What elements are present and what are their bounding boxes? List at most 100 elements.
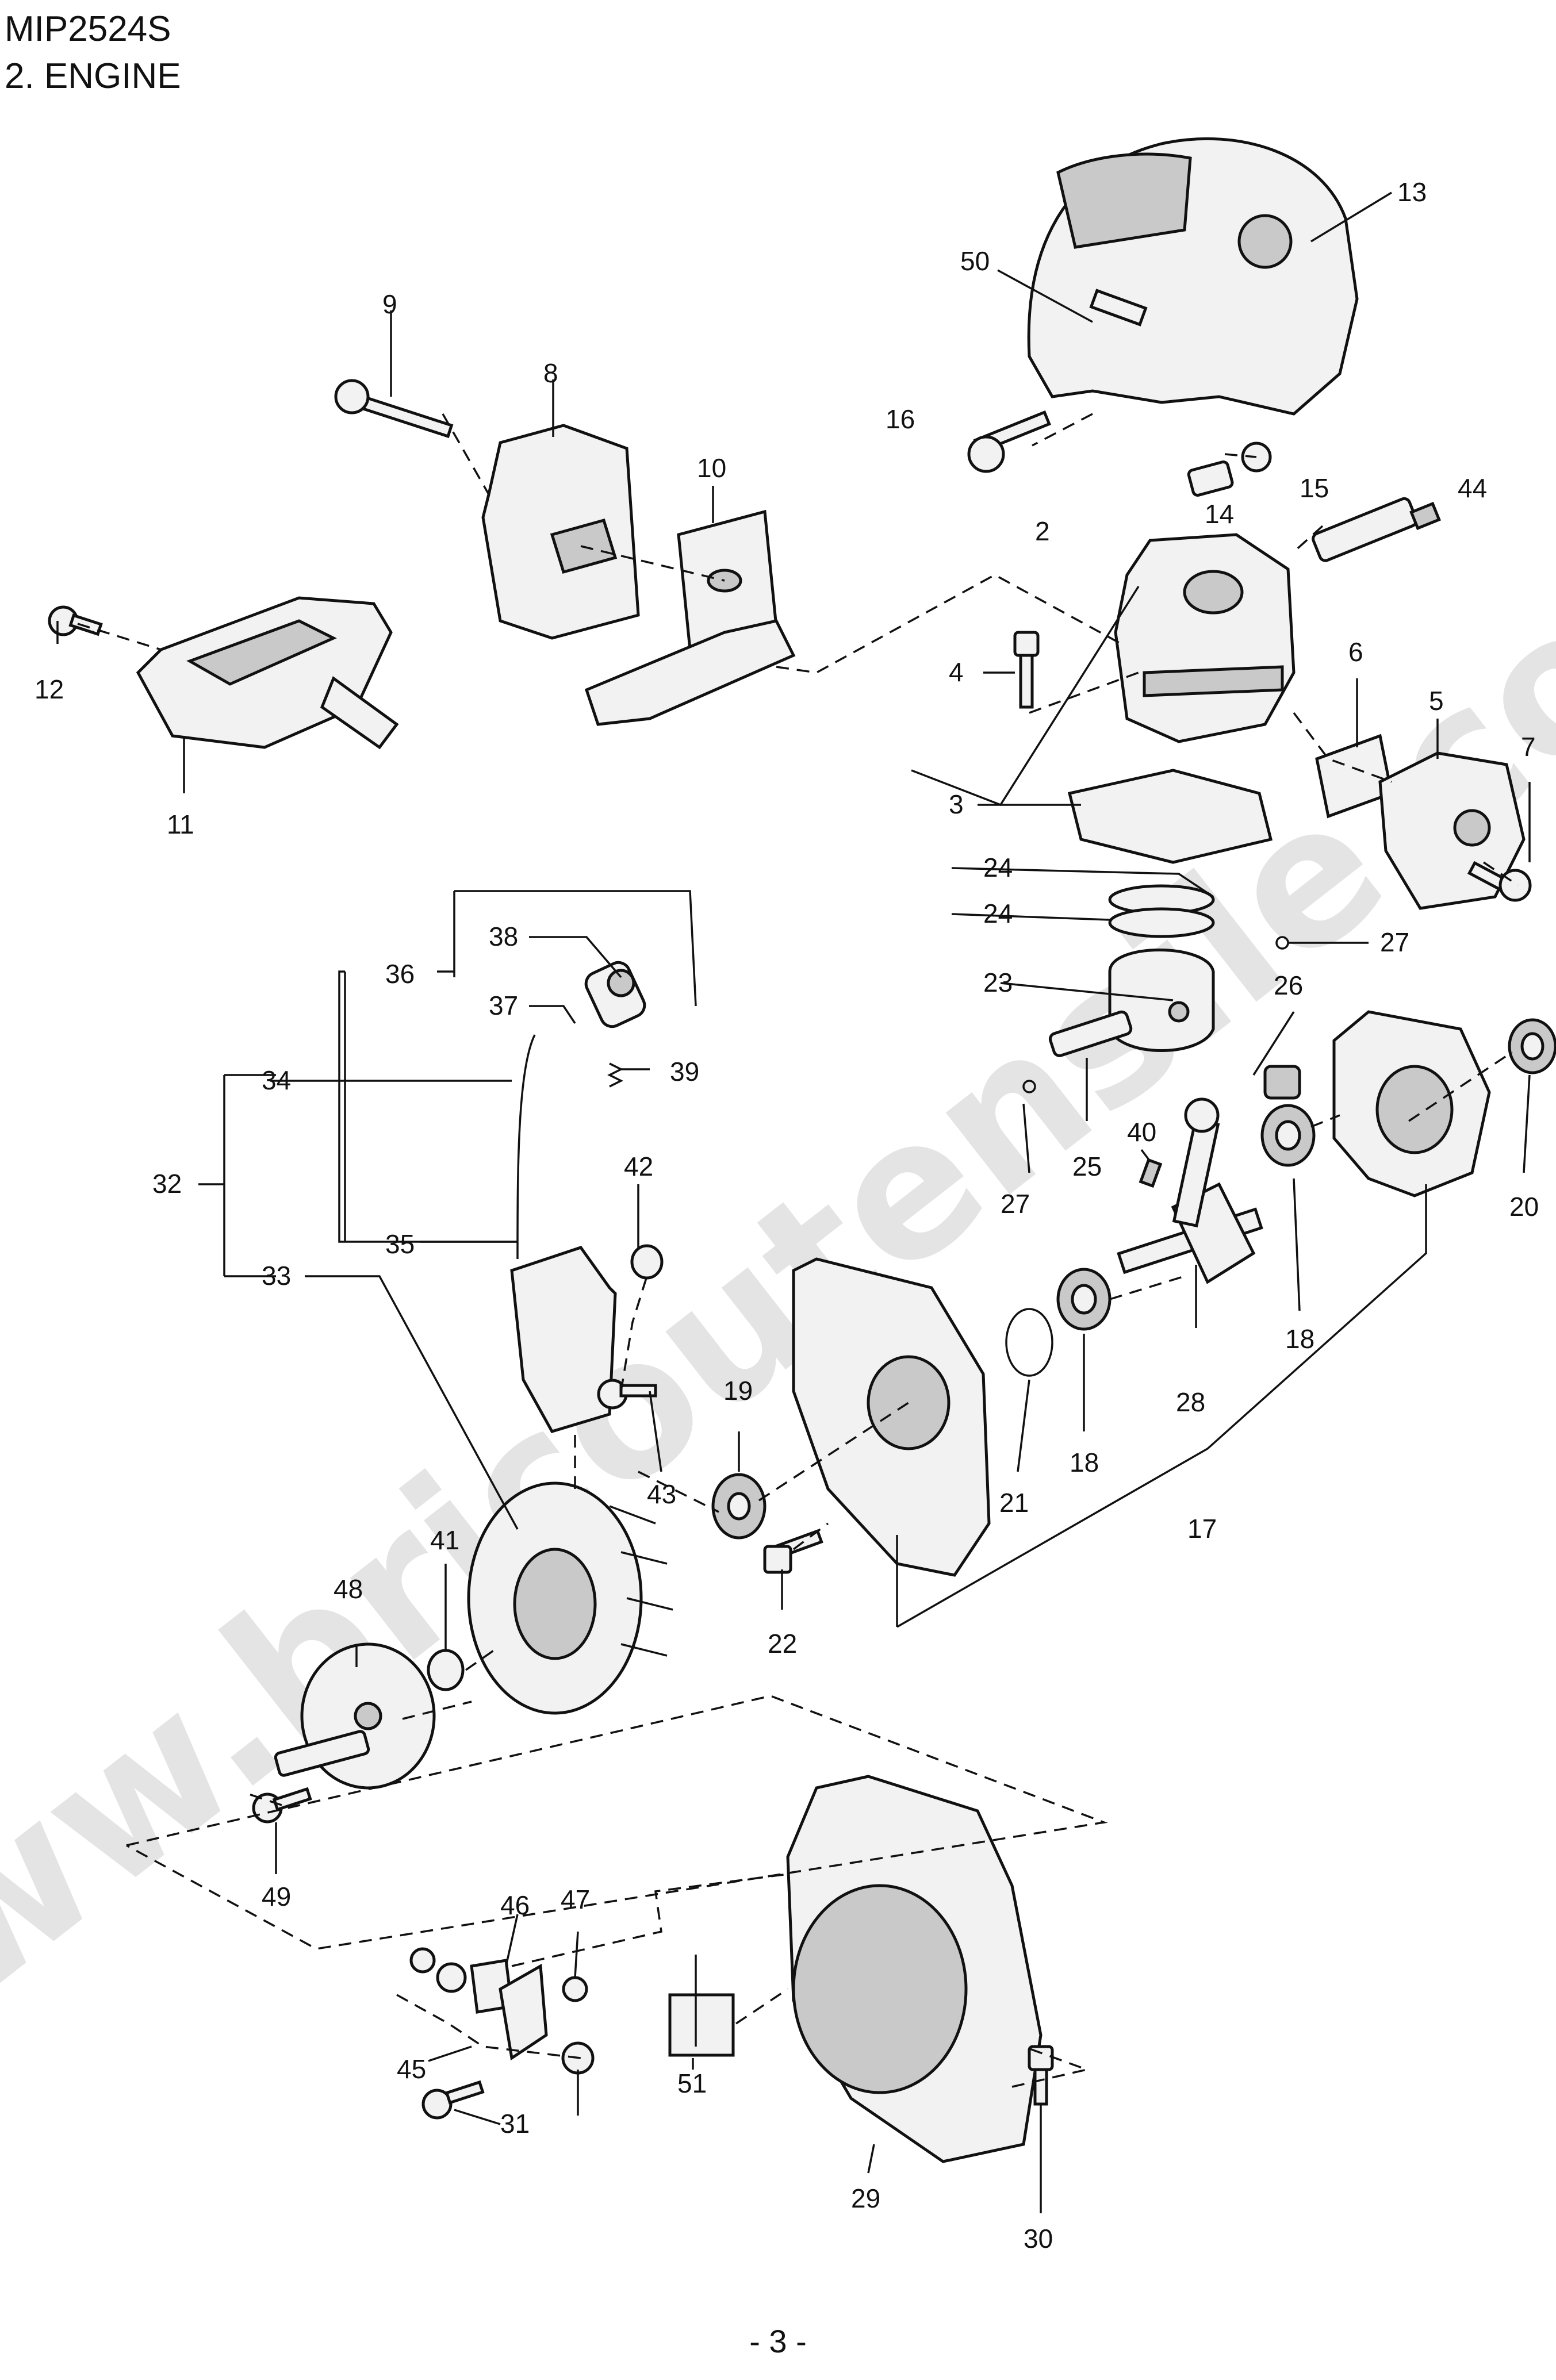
stop-switch-part [409,1947,595,2116]
callout-25: 25 [1072,1151,1102,1181]
cylinder-part [1114,533,1296,743]
clutch-carrier-part [274,1642,436,1790]
callout-31: 31 [500,2109,530,2139]
long-bolt-part [334,379,454,439]
section-title: 2. ENGINE [5,56,181,96]
callout-13: 13 [1397,177,1427,207]
flywheel-nut-part [427,1649,465,1691]
callout-2: 2 [1035,516,1050,546]
callout-11: 11 [167,809,194,839]
callout-47: 47 [561,1884,590,1914]
callout-48: 48 [334,1574,363,1604]
ball-bearing-part [1056,1268,1112,1331]
spacer-part [630,1244,664,1280]
ball-bearing-part [1260,1104,1316,1167]
callout-14: 14 [1205,499,1234,529]
heat-shield-part [584,619,796,726]
callout-40: 40 [1127,1117,1156,1147]
callout-20: 20 [1509,1192,1539,1222]
callout-39: 39 [670,1057,699,1087]
callout-50: 50 [960,246,990,276]
callout-7: 7 [1521,732,1536,762]
callout-28: 28 [1176,1387,1205,1417]
callout-27-right: 27 [1380,927,1409,957]
callout-4: 4 [949,657,964,687]
leader-lines [56,191,1531,2213]
callout-45: 45 [397,2054,426,2084]
carrier-screw-part [252,1787,312,1824]
spark-plug-part [1312,497,1441,562]
oil-seal-part [1508,1018,1556,1074]
screw-part [967,410,1051,473]
needle-bearing-part [1263,1065,1301,1100]
callout-23: 23 [983,968,1013,997]
crankcase-part [792,1257,991,1577]
callout-35: 35 [385,1229,415,1259]
muffler-part [481,424,640,640]
callout-8: 8 [543,358,558,388]
callout-34: 34 [262,1065,291,1095]
page-number: - 3 - [749,2323,807,2359]
crankcase-bolt-part [763,1529,823,1574]
air-cleaner-screw-part [48,605,103,636]
plug-spring-part [607,1062,623,1088]
callout-33: 33 [262,1261,291,1291]
callout-10: 10 [697,453,726,483]
callout-36: 36 [385,959,415,989]
callout-24-lower: 24 [983,899,1013,928]
cylinder-cover-part [1027,137,1359,416]
callout-26: 26 [1274,970,1303,1000]
callout-44: 44 [1458,473,1487,503]
flywheel-part [467,1481,673,1715]
housing-bolt-part [1028,2045,1054,2106]
ignition-coil-part [510,1034,617,1433]
piston-ring-part [1108,907,1215,938]
air-cleaner-base-part [136,596,399,750]
assembly-lines [77,413,1519,2088]
callout-51: 51 [677,2068,707,2098]
bolt-part [1187,460,1234,497]
callout-18-right: 18 [1285,1324,1314,1354]
model-number: MIP2524S [5,9,171,49]
piston-pin-part [1048,1010,1133,1057]
switch-bolt-part [421,2080,485,2120]
callout-19: 19 [723,1376,753,1406]
callout-24-upper: 24 [983,853,1013,882]
callout-49: 49 [262,1882,291,1911]
callout-5: 5 [1429,686,1444,716]
callout-41: 41 [430,1525,459,1555]
cylinder-gasket-part [1067,769,1273,864]
fan-housing-part [786,1775,1043,2163]
coil-screw-part [597,1379,657,1410]
callout-37: 37 [489,991,518,1020]
callout-21: 21 [999,1488,1029,1518]
callout-46: 46 [500,1890,530,1920]
plug-cap-part [584,961,646,1028]
callout-29: 29 [851,2183,880,2213]
cylinder-bolt-part [1013,631,1040,709]
callout-38: 38 [489,922,518,951]
circlip-part [1022,1080,1036,1093]
callout-12: 12 [35,674,64,704]
piston-part [1108,949,1215,1052]
callout-30: 30 [1024,2224,1053,2254]
oil-seal-part [711,1473,766,1540]
callout-6: 6 [1348,637,1363,667]
retaining-ring-part [1005,1308,1053,1377]
callout-22: 22 [768,1629,797,1659]
callout-42: 42 [624,1151,653,1181]
crankcase-part [1332,1010,1491,1197]
callout-32: 32 [152,1169,182,1199]
callout-43: 43 [647,1479,676,1509]
callout-18-left: 18 [1070,1448,1099,1477]
label-part [668,1993,735,2057]
woodruff-key-part [1139,1158,1163,1188]
callout-17: 17 [1187,1514,1217,1544]
callout-15: 15 [1300,473,1329,503]
callout-16: 16 [886,404,915,434]
callout-labels: 13 50 9 8 16 10 14 15 44 2 12 4 6 5 7 11… [35,177,1539,2254]
callout-9: 9 [382,289,397,319]
callout-27-left: 27 [1001,1189,1030,1219]
page-header: MIP2524S 2. ENGINE [5,6,181,100]
